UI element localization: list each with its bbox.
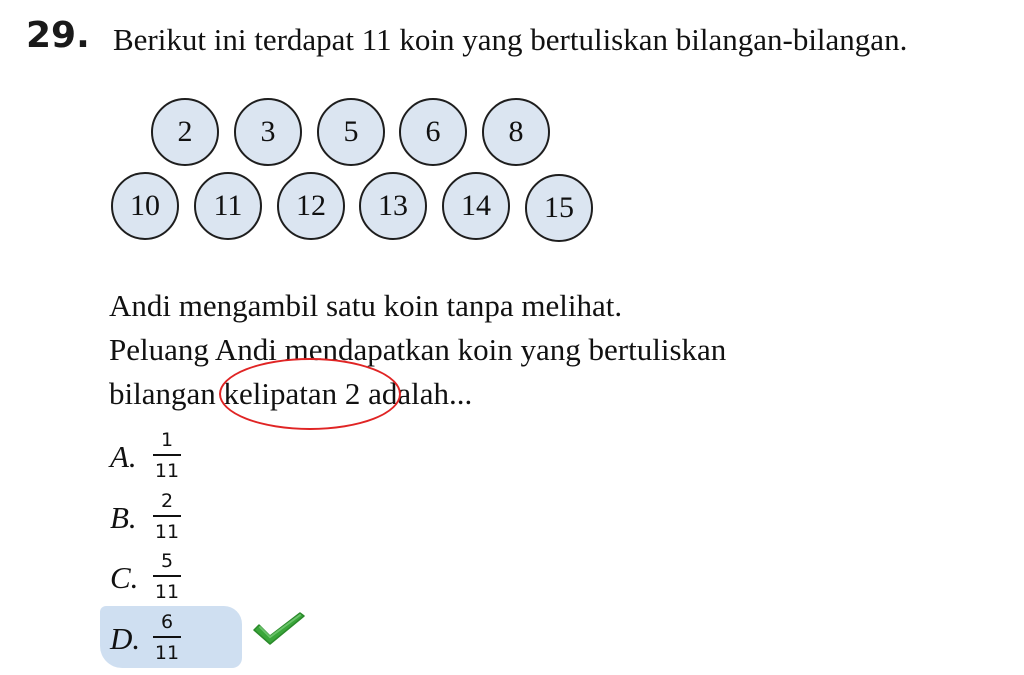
coin-5: 5 xyxy=(317,98,385,166)
option-d[interactable]: D. 6 11 xyxy=(110,606,184,670)
coin-14: 14 xyxy=(442,172,510,240)
coin-11: 11 xyxy=(194,172,262,240)
option-a-fraction: 1 11 xyxy=(150,431,184,481)
option-d-numerator: 6 xyxy=(160,611,174,633)
option-b-denominator: 11 xyxy=(154,521,180,543)
option-b-numerator: 2 xyxy=(160,490,174,512)
fraction-bar xyxy=(153,515,181,517)
body-line-1: Andi mengambil satu koin tanpa melihat. xyxy=(109,288,623,323)
option-a-numerator: 1 xyxy=(160,429,174,451)
coin-8: 8 xyxy=(482,98,550,166)
coin-6: 6 xyxy=(399,98,467,166)
body-line-3-end: adalah... xyxy=(360,376,473,411)
fraction-bar xyxy=(153,575,181,577)
option-c-numerator: 5 xyxy=(160,550,174,572)
coin-13: 13 xyxy=(359,172,427,240)
body-line-3-start: bilangan xyxy=(109,376,224,411)
option-d-fraction: 6 11 xyxy=(150,613,184,663)
circled-phrase: kelipatan 2 xyxy=(223,376,361,411)
option-a-denominator: 11 xyxy=(154,460,180,482)
option-d-letter: D. xyxy=(110,620,141,656)
question-number: 29. xyxy=(26,15,90,56)
coin-15: 15 xyxy=(525,174,593,242)
option-c[interactable]: C. 5 11 xyxy=(110,545,184,609)
option-c-letter: C. xyxy=(110,559,139,595)
option-b-letter: B. xyxy=(110,499,137,535)
option-d-denominator: 11 xyxy=(154,642,180,664)
coin-3: 3 xyxy=(234,98,302,166)
fraction-bar xyxy=(153,636,181,638)
option-a[interactable]: A. 1 11 xyxy=(110,424,184,488)
body-line-2: Peluang Andi mendapatkan koin yang bertu… xyxy=(109,332,727,367)
checkmark-icon xyxy=(253,612,305,645)
coin-12: 12 xyxy=(277,172,345,240)
option-b[interactable]: B. 2 11 xyxy=(110,485,184,549)
fraction-bar xyxy=(153,454,181,456)
question-intro: Berikut ini terdapat 11 koin yang bertul… xyxy=(113,22,908,57)
coin-10: 10 xyxy=(111,172,179,240)
option-c-denominator: 11 xyxy=(154,581,180,603)
coin-2: 2 xyxy=(151,98,219,166)
option-a-letter: A. xyxy=(110,438,137,474)
option-c-fraction: 5 11 xyxy=(150,552,184,602)
body-line-3: bilangan kelipatan 2 adalah... xyxy=(109,374,472,414)
option-b-fraction: 2 11 xyxy=(150,492,184,542)
